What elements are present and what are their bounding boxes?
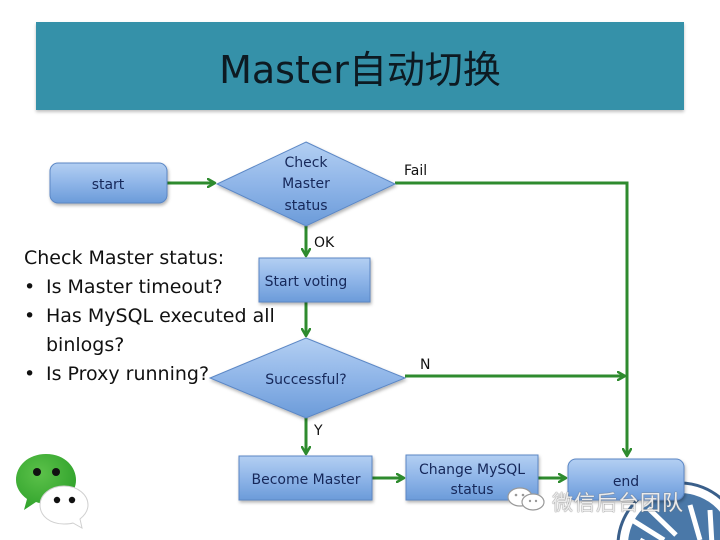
node-change-label-1: Change MySQL: [419, 462, 525, 478]
wechat-icon: [506, 486, 548, 517]
edge-check-fail-to-end: [395, 181, 627, 456]
node-end-label: end: [613, 474, 639, 490]
edge-label-fail: Fail: [404, 163, 427, 179]
node-check-master: [215, 141, 397, 227]
node-check-label-1: Check: [284, 155, 328, 171]
edge-label-ok: OK: [314, 235, 335, 251]
node-end: [567, 458, 685, 501]
title-banner: Master自动切换: [36, 22, 684, 110]
node-change-label-2: status: [450, 482, 493, 498]
check-notes: Check Master status: Is Master timeout? …: [24, 244, 278, 389]
watermark-text: 微信后台团队: [552, 490, 684, 515]
node-check-label-3: status: [284, 198, 327, 214]
node-start: [49, 162, 168, 204]
watermark: 微信后台团队: [506, 486, 684, 517]
node-voting-label: Start voting: [265, 274, 348, 290]
wechat-logo-icon: [12, 450, 92, 539]
notes-heading: Check Master status:: [24, 247, 225, 269]
node-become-master: [238, 455, 373, 501]
edge-label-n: N: [420, 357, 430, 373]
edge-label-y: Y: [313, 423, 323, 439]
node-become-label: Become Master: [252, 472, 361, 488]
notes-item: Has MySQL executed all binlogs?: [24, 302, 278, 360]
notes-item: Is Proxy running?: [24, 360, 278, 389]
node-successful-label: Successful?: [265, 372, 346, 388]
slide-title: Master自动切换: [219, 47, 501, 92]
connectors: [167, 183, 627, 478]
node-start-label: start: [92, 177, 125, 193]
notes-item: Is Master timeout?: [24, 273, 278, 302]
node-check-label-2: Master: [282, 176, 330, 192]
notes-list: Is Master timeout? Has MySQL executed al…: [24, 273, 278, 389]
